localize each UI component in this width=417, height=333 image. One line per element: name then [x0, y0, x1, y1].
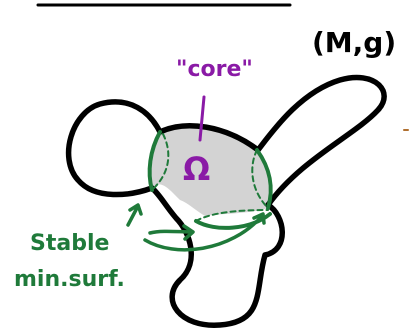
core-omega-symbol: Ω — [183, 150, 210, 188]
manifold-label: (M,g) — [312, 26, 396, 59]
arrow-right — [150, 231, 192, 233]
stable-label-line2: min.surf. — [14, 267, 125, 292]
core-caption: "core" — [176, 57, 253, 82]
stable-label-line1: Stable — [30, 231, 109, 256]
